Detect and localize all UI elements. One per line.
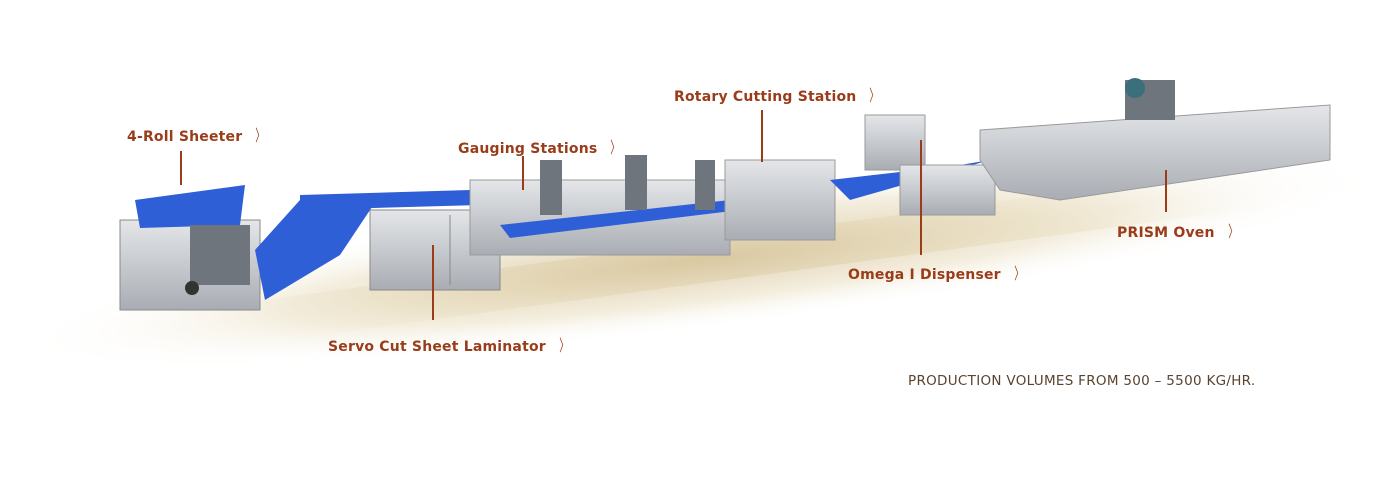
production-volumes-note: PRODUCTION VOLUMES FROM 500 – 5500 KG/HR… <box>908 373 1256 389</box>
sheeter-link[interactable]: 4-Roll Sheeter 〉 <box>127 122 269 146</box>
omega-link[interactable]: Omega I Dispenser 〉 <box>848 260 1027 284</box>
oven-leader-line <box>1165 170 1167 212</box>
rotary-link[interactable]: Rotary Cutting Station 〉 <box>674 82 883 106</box>
gauging-leader-line <box>522 156 524 190</box>
gauging-link[interactable]: Gauging Stations 〉 <box>458 134 624 158</box>
incline-conveyor <box>255 190 480 300</box>
chevron-right-icon: 〉 <box>869 86 880 105</box>
omega-leader-line <box>920 140 922 255</box>
chevron-right-icon: 〉 <box>559 336 569 355</box>
gauging-stations <box>469 155 740 256</box>
gauging-label: Gauging Stations <box>458 141 598 157</box>
chevron-right-icon: 〉 <box>610 138 621 157</box>
omega-label: Omega I Dispenser <box>848 267 1001 283</box>
floor-shadow <box>15 150 1390 370</box>
omega-dispenser <box>864 114 996 216</box>
laminator-link[interactable]: Servo Cut Sheet Laminator 〉 <box>328 332 572 356</box>
laminator-label: Servo Cut Sheet Laminator <box>328 339 546 355</box>
prism-oven <box>979 78 1331 201</box>
chevron-right-icon: 〉 <box>255 126 266 145</box>
sheeter-leader-line <box>180 151 182 185</box>
chevron-right-icon: 〉 <box>1227 222 1238 241</box>
chevron-right-icon: 〉 <box>1014 264 1024 283</box>
sheeter-label: 4-Roll Sheeter <box>127 129 243 145</box>
oven-link[interactable]: PRISM Oven 〉 <box>1117 218 1241 242</box>
rotary-label: Rotary Cutting Station <box>674 89 857 105</box>
rotary-leader-line <box>761 110 763 162</box>
laminator-leader-line <box>432 245 434 320</box>
sheeter-machine <box>119 185 261 311</box>
oven-label: PRISM Oven <box>1117 225 1215 241</box>
